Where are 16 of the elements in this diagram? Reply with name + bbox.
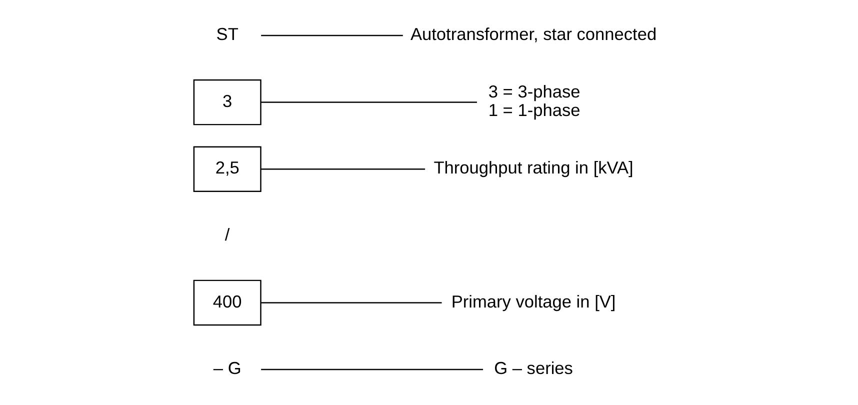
- node-text: Autotransformer, star connected: [410, 24, 657, 44]
- node-text: ST: [216, 24, 238, 44]
- node-text: – G: [213, 358, 242, 378]
- node-text: Primary voltage in [V]: [451, 291, 616, 312]
- label: /: [224, 224, 230, 244]
- connector: [261, 368, 484, 370]
- node-text: G – series: [494, 358, 573, 378]
- node-text: Throughput rating in [kVA]: [434, 158, 634, 178]
- connector: [261, 102, 477, 103]
- connector: [261, 168, 426, 170]
- node-box: 400: [193, 280, 262, 326]
- node-box: 3: [193, 79, 262, 126]
- node-text: 3 = 3-phase 1 = 1-phase: [488, 82, 580, 120]
- connector: [261, 34, 403, 36]
- connector: [261, 302, 442, 304]
- node-box: 2,5: [193, 146, 262, 192]
